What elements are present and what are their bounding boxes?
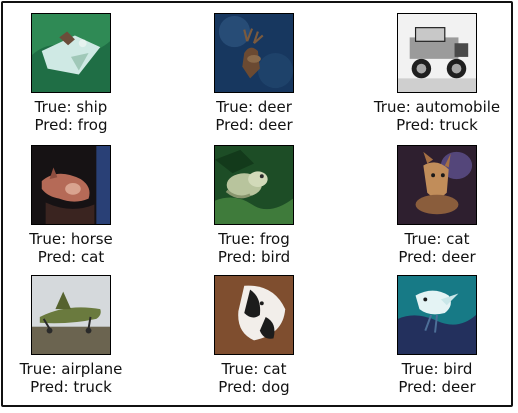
true-label: True: ship xyxy=(34,98,108,116)
true-label: True: cat xyxy=(404,230,470,248)
pred-label: Pred: deer xyxy=(215,116,293,134)
sample-image-automobile xyxy=(397,13,477,93)
sample-cell: True: deer Pred: deer xyxy=(174,13,334,138)
true-label: True: deer xyxy=(216,98,292,116)
sample-cell: True: automobile Pred: truck xyxy=(357,13,517,138)
sample-image-deer xyxy=(214,13,294,93)
pred-label: Pred: cat xyxy=(37,248,105,266)
sample-image-horse xyxy=(31,145,111,225)
pred-label: Pred: truck xyxy=(396,116,478,134)
true-label: True: bird xyxy=(401,360,473,378)
sample-cell: True: frog Pred: bird xyxy=(174,145,334,270)
true-label: True: frog xyxy=(218,230,290,248)
sample-image-cat xyxy=(214,275,294,355)
sample-cell: True: bird Pred: deer xyxy=(357,275,517,400)
sample-cell: True: cat Pred: dog xyxy=(174,275,334,400)
sample-image-frog xyxy=(214,145,294,225)
pred-label: Pred: deer xyxy=(398,378,476,396)
sample-cell: True: horse Pred: cat xyxy=(0,145,151,270)
sample-image-ship xyxy=(31,13,111,93)
sample-cell: True: cat Pred: deer xyxy=(357,145,517,270)
pred-label: Pred: frog xyxy=(34,116,108,134)
pred-label: Pred: dog xyxy=(218,378,290,396)
true-label: True: horse xyxy=(29,230,113,248)
pred-label: Pred: deer xyxy=(398,248,476,266)
figure-frame: True: ship Pred: frog True: deer Pred: d… xyxy=(1,1,513,407)
true-label: True: automobile xyxy=(373,98,501,116)
sample-image-bird xyxy=(397,275,477,355)
sample-image-cat xyxy=(397,145,477,225)
pred-label: Pred: bird xyxy=(217,248,291,266)
true-label: True: airplane xyxy=(19,360,123,378)
true-label: True: cat xyxy=(221,360,287,378)
sample-cell: True: airplane Pred: truck xyxy=(0,275,151,400)
pred-label: Pred: truck xyxy=(30,378,112,396)
sample-image-airplane xyxy=(31,275,111,355)
sample-cell: True: ship Pred: frog xyxy=(0,13,151,138)
